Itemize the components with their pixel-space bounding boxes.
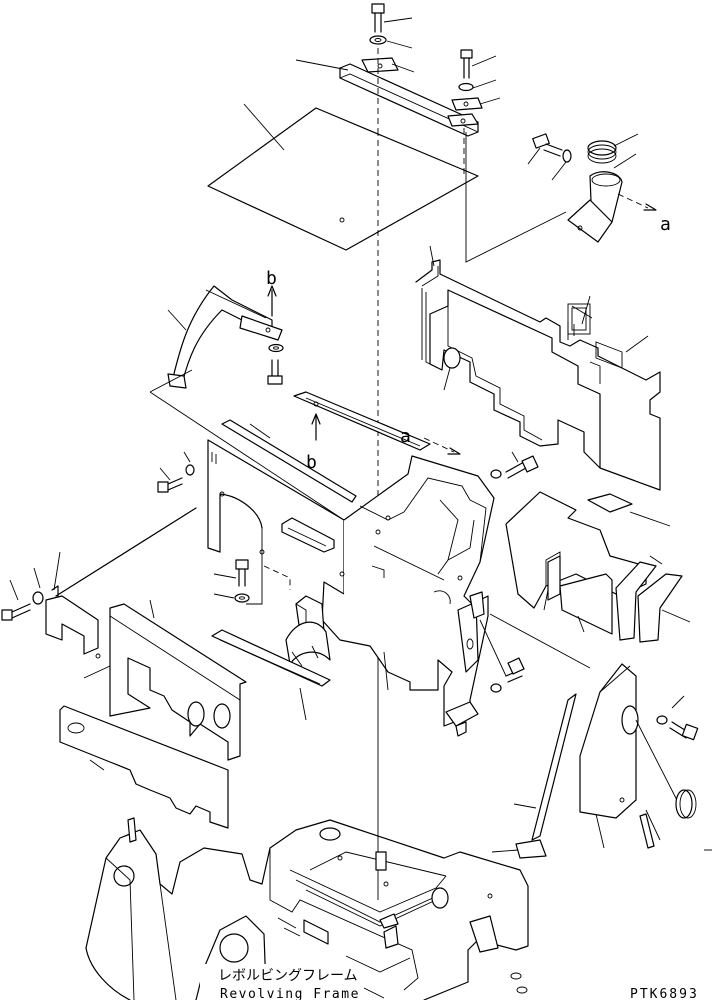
arrow-label-a: a	[660, 214, 671, 235]
slotted-bar	[293, 391, 431, 451]
seal-panel	[415, 245, 661, 491]
assembly-line	[263, 565, 291, 590]
revolving-frame	[85, 817, 529, 1000]
right-cover-2	[543, 555, 691, 643]
top-bolt	[371, 3, 413, 33]
arrow-a-top: a	[617, 193, 671, 235]
top-washer	[369, 35, 413, 49]
side-bolt	[490, 451, 539, 479]
filler-bolt	[527, 133, 572, 181]
frame-label-english: Revolving Frame	[220, 987, 360, 1000]
center-cover	[321, 455, 495, 737]
clip-plate	[285, 595, 331, 667]
top-cover-plate	[207, 103, 479, 251]
left-cover-sheet	[59, 705, 229, 829]
left-bolt	[157, 451, 195, 493]
strip-seal	[221, 419, 357, 503]
arrow-label-b: b	[266, 268, 277, 289]
arrow-b-mid: b	[306, 413, 321, 473]
arrow-a-mid: a	[400, 426, 461, 455]
arrow-b-top: b	[266, 268, 277, 317]
handle-washer-bolt	[267, 343, 284, 385]
arrow-label-b: b	[306, 452, 317, 473]
left-bolt-2	[1, 567, 44, 621]
left-seal-panel	[83, 599, 247, 761]
inner-plate	[207, 439, 345, 605]
lower-side-bolt	[479, 619, 525, 693]
handle	[167, 285, 283, 389]
arrow-label-a: a	[400, 426, 411, 447]
mid-bolt	[213, 559, 250, 603]
lower-strip	[211, 629, 331, 721]
drawing-code: PTK6893	[630, 987, 699, 1000]
assembly-line	[465, 132, 567, 263]
grommet	[675, 789, 697, 819]
small-bracket	[281, 517, 335, 553]
filler-neck-bracket	[567, 153, 637, 243]
top-bracket	[295, 57, 479, 137]
right-side-plate	[491, 663, 681, 859]
frame-label-japanese: レボルビングフレーム	[218, 968, 358, 984]
left-bracket	[45, 507, 197, 659]
plate-outline	[149, 369, 345, 521]
filler-cap	[587, 133, 639, 164]
bracket-bolt	[451, 49, 501, 111]
assembly-line	[489, 613, 591, 669]
label-backdrop	[200, 964, 360, 1000]
right-side-bolt	[656, 695, 699, 741]
